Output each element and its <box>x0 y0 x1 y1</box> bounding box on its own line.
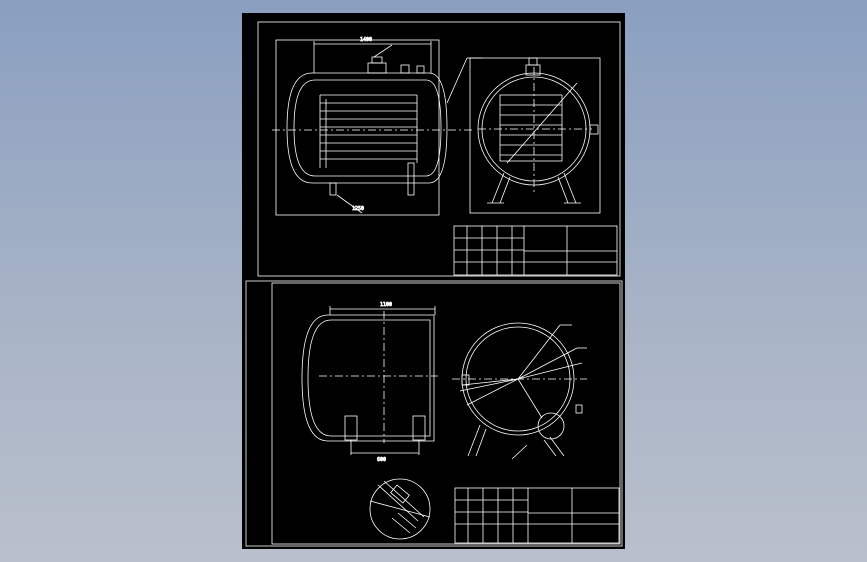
sheet-2-frame <box>245 280 623 547</box>
sheet-1-height-label: 1250 <box>352 206 364 212</box>
sheet-2-front-view <box>301 306 438 455</box>
sheet-1-front-view <box>272 39 482 216</box>
sheet-2-side-view <box>452 322 587 460</box>
sheet-2-detail-view <box>369 478 431 540</box>
sheet-2-length-dim: 1100 <box>380 302 392 308</box>
sheet-2-spacing-dim: 600 <box>377 457 386 463</box>
sheet-1-frame <box>257 21 621 277</box>
sheet-1-title-block <box>453 225 618 276</box>
sheet-2-title-block <box>454 487 620 544</box>
sheet-1-length-dim: 1400 <box>360 37 372 43</box>
cad-drawing: 1400 1250 <box>245 21 623 547</box>
sheet-1-side-view <box>469 57 601 214</box>
coil-tubes <box>319 94 418 168</box>
cad-drawing-canvas: 1400 1250 <box>242 13 625 549</box>
